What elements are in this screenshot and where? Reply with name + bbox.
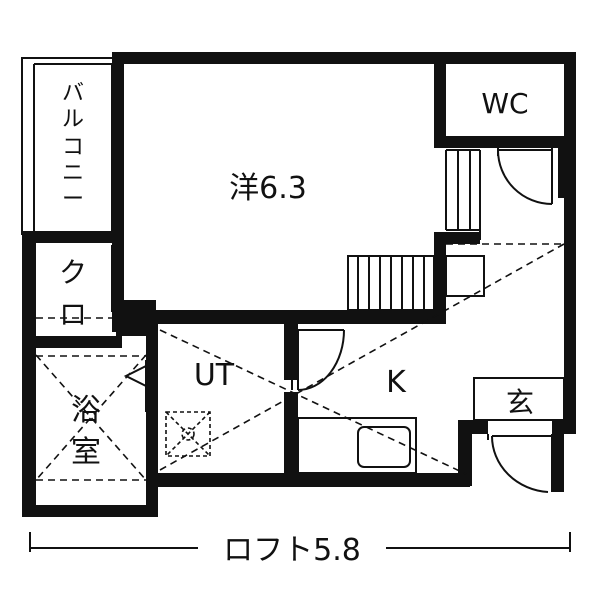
balcony-char: コ: [62, 135, 84, 160]
room-label-kitchen: K: [386, 365, 407, 400]
balcony-char: ル: [62, 107, 84, 132]
bath-char: 浴: [71, 393, 101, 428]
wc-door: [497, 148, 553, 205]
room-label-wc: WC: [481, 87, 528, 120]
bath-char: 室: [71, 435, 101, 470]
wall-storage: [445, 149, 481, 240]
washer-space: [165, 411, 211, 457]
balcony-char: ニ: [62, 161, 84, 186]
entrance-area: [473, 377, 565, 493]
ut-door: [291, 329, 345, 391]
fridge-space: [445, 255, 485, 297]
bath-door: [123, 360, 153, 412]
loft-stairs: [347, 255, 435, 311]
balcony-char: バ: [62, 81, 84, 106]
room-label-balcony: バ ル コ ニ ー: [62, 81, 84, 212]
balcony-char: ー: [62, 187, 84, 212]
closet-marks: [111, 245, 119, 312]
room-label-entrance: 玄: [506, 386, 534, 419]
room-label-closet: ク ロ: [59, 256, 87, 331]
dimension-label-loft: ロフト5.8: [223, 533, 361, 568]
room-label-western: 洋6.3: [229, 171, 307, 206]
dimension-line: [29, 532, 571, 552]
closet-char: ク: [59, 256, 87, 289]
room-label-bath: 浴 室: [71, 393, 101, 470]
closet-char: ロ: [59, 298, 87, 331]
exterior-walls: [22, 52, 576, 517]
kitchen-counter: [297, 417, 417, 474]
room-label-utility: UT: [194, 358, 235, 393]
